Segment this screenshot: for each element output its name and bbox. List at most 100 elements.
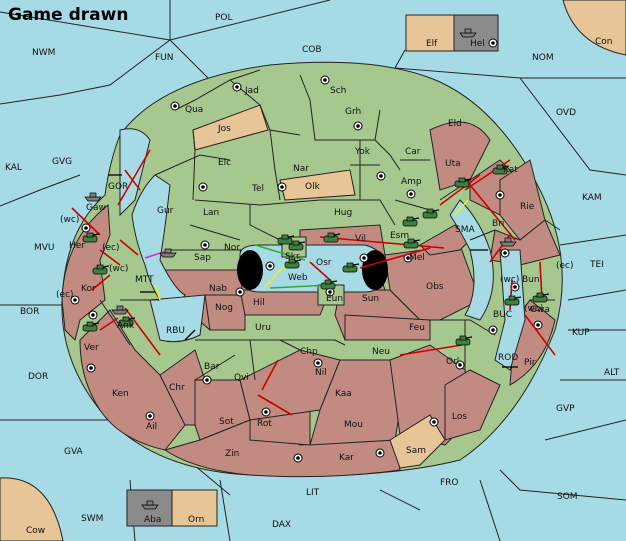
fleet-unit-icon[interactable] bbox=[499, 237, 517, 247]
province-label-bun: Bun bbox=[522, 275, 540, 285]
supply-center-dot bbox=[491, 41, 495, 45]
supply-center-dot bbox=[328, 290, 332, 294]
province-label-kaa: Kaa bbox=[335, 389, 352, 399]
fleet-unit-icon[interactable] bbox=[84, 192, 102, 202]
province-label-amp: Amp bbox=[401, 177, 422, 187]
province-label-hel: Hel bbox=[470, 39, 485, 49]
province-label-lan: Lan bbox=[203, 208, 219, 218]
province-label-grh: Grh bbox=[345, 107, 361, 117]
sea-label-fun: FUN bbox=[155, 53, 174, 63]
army-unit-icon[interactable] bbox=[454, 177, 472, 188]
sea-label-mvu: MVU bbox=[34, 243, 55, 253]
province-label-eld: Eld bbox=[448, 119, 462, 129]
fleet-unit-icon[interactable] bbox=[111, 305, 129, 315]
supply-center-dot bbox=[503, 251, 507, 255]
province-label-ail: Ail bbox=[146, 422, 157, 432]
supply-center-dot bbox=[296, 456, 300, 460]
province-label-elc: Elc bbox=[218, 158, 231, 168]
army-unit-icon[interactable] bbox=[82, 321, 100, 332]
army-unit-icon[interactable] bbox=[118, 316, 136, 327]
province-label-nor: Nor bbox=[224, 243, 240, 253]
supply-center-dot bbox=[498, 193, 502, 197]
province-label-qua: Qua bbox=[185, 105, 203, 115]
province-label-rie: Rie bbox=[520, 202, 535, 212]
sea-label-rbu: RBU bbox=[166, 326, 185, 336]
army-unit-icon[interactable] bbox=[455, 335, 473, 346]
sea-label-ovd: OVD bbox=[556, 108, 576, 118]
army-unit-icon[interactable] bbox=[402, 216, 420, 227]
province-label-hil: Hil bbox=[253, 298, 265, 308]
coast-marker: (wc) bbox=[109, 264, 128, 274]
province-label-los: Los bbox=[452, 412, 467, 422]
army-unit-icon[interactable] bbox=[422, 208, 440, 219]
supply-center-dot bbox=[148, 414, 152, 418]
supply-center-dot bbox=[536, 323, 540, 327]
supply-center-dot bbox=[513, 285, 517, 289]
sea-label-sma: SMA bbox=[455, 225, 475, 235]
province-label-skr: Skr bbox=[285, 252, 300, 262]
box-orn[interactable] bbox=[171, 489, 218, 527]
army-unit-icon[interactable] bbox=[342, 262, 360, 273]
province-label-osr: Osr bbox=[316, 258, 332, 268]
supply-center-dot bbox=[268, 264, 272, 268]
sea-label-swm: SWM bbox=[81, 514, 103, 524]
sea-label-gvp: GVP bbox=[556, 404, 575, 414]
province-label-obs: Obs bbox=[426, 282, 444, 292]
province-label-mou: Mou bbox=[344, 420, 363, 430]
province-label-nab: Nab bbox=[209, 284, 227, 294]
sea-label-dor: DOR bbox=[28, 372, 48, 382]
army-unit-icon[interactable] bbox=[323, 232, 341, 243]
province-label-uru: Uru bbox=[255, 323, 271, 333]
sea-label-lit: LIT bbox=[306, 488, 320, 498]
coast-marker: (ec) bbox=[102, 243, 120, 253]
army-unit-icon[interactable] bbox=[492, 164, 510, 175]
province-label-yok: Yok bbox=[354, 147, 371, 157]
channel-mtt bbox=[131, 174, 186, 305]
army-unit-icon[interactable] bbox=[403, 238, 421, 249]
sea-label-nom: NOM bbox=[532, 53, 554, 63]
army-unit-icon[interactable] bbox=[284, 258, 302, 269]
army-unit-icon[interactable] bbox=[277, 234, 295, 245]
supply-center-dot bbox=[84, 226, 88, 230]
coast-marker: (ec) bbox=[56, 290, 74, 300]
army-unit-icon[interactable] bbox=[320, 279, 338, 290]
tan-sam[interactable] bbox=[389, 414, 446, 469]
sea-label-rod: ROD bbox=[498, 353, 518, 363]
sea-label-nwm: NWM bbox=[32, 48, 55, 58]
supply-center-dot bbox=[323, 78, 327, 82]
army-unit-icon[interactable] bbox=[82, 232, 100, 243]
province-label-mel: Mel bbox=[409, 253, 425, 263]
supply-center-dot bbox=[280, 185, 284, 189]
sea-label-kam: KAM bbox=[582, 193, 602, 203]
coast-marker: (wc) bbox=[60, 215, 79, 225]
province-label-chp: Chp bbox=[300, 347, 318, 357]
fleet-unit-icon[interactable] bbox=[141, 500, 159, 510]
sea-label-tei: TEI bbox=[589, 260, 604, 270]
supply-centers bbox=[70, 38, 543, 463]
units bbox=[82, 28, 550, 510]
army-unit-icon[interactable] bbox=[532, 292, 550, 303]
province-label-sot: Sot bbox=[219, 417, 234, 427]
supply-center-dot bbox=[201, 185, 205, 189]
supply-center-dot bbox=[432, 420, 436, 424]
province-label-chr: Chr bbox=[169, 383, 185, 393]
sea-label-mtt: MTT bbox=[135, 275, 154, 285]
province-label-con: Con bbox=[595, 37, 613, 47]
game-status-title: Game drawn bbox=[8, 5, 128, 25]
sea-label-pol: POL bbox=[215, 13, 233, 23]
fleet-unit-icon[interactable] bbox=[459, 28, 477, 38]
province-label-jad: Jad bbox=[244, 86, 259, 96]
army-unit-icon[interactable] bbox=[504, 295, 522, 306]
sea-label-kup: KUP bbox=[572, 328, 590, 338]
tan-olk[interactable] bbox=[279, 169, 356, 201]
sea-label-cob: COB bbox=[302, 45, 322, 55]
land-borders bbox=[99, 69, 561, 381]
army-unit-icon[interactable] bbox=[92, 264, 110, 275]
army-unit-icon[interactable] bbox=[288, 240, 306, 251]
province-label-kor: Kor bbox=[81, 284, 96, 294]
supply-center-dot bbox=[235, 85, 239, 89]
fleet-unit-icon[interactable] bbox=[159, 248, 177, 258]
supply-center-dot bbox=[409, 192, 413, 196]
sea-label-dax: DAX bbox=[272, 520, 291, 530]
province-label-hug: Hug bbox=[334, 208, 352, 218]
